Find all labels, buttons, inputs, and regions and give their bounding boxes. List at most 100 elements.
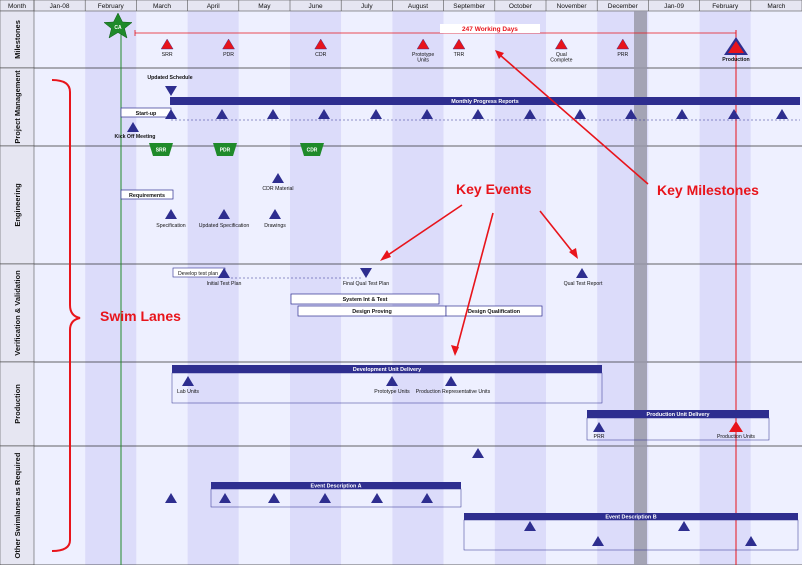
working-days-label: 247 Working Days	[462, 26, 518, 33]
qual-test-report-label: Qual Test Report	[564, 281, 603, 287]
prototype-units-icon	[386, 376, 398, 386]
event-b-bar	[464, 513, 798, 520]
cdr-material-label: CDR Material	[262, 186, 293, 192]
kickoff-label-line1: Kick Off Meeting	[115, 134, 156, 140]
production-units-label: Production Units	[717, 434, 755, 440]
month-column	[187, 11, 239, 565]
updated-schedule-label: Updated Schedule	[147, 75, 192, 81]
design-qual-label: Design Qualification	[468, 309, 520, 315]
prototype-units-milestone-icon	[416, 38, 430, 50]
month-label: Jan-08	[50, 3, 70, 10]
lane-label-milestones: Milestones	[13, 20, 22, 59]
lane-label-pm: Project Management	[13, 70, 22, 144]
other-event-icon	[472, 448, 484, 458]
event-a-bar	[211, 482, 461, 489]
system-int-box	[290, 293, 440, 305]
lab-units-label: Lab Units	[177, 389, 199, 395]
specification-icon	[165, 209, 177, 219]
month-column	[136, 11, 188, 565]
develop-test-plan-label: Develop test plan	[178, 271, 218, 277]
month-column	[648, 11, 700, 565]
lane-label-cell	[0, 145, 35, 265]
srr-milestone-label: SRR	[162, 52, 173, 58]
design-proving-label: Design Proving	[352, 309, 392, 315]
month-column	[238, 11, 290, 565]
verification-content: Develop test plan Initial Test Plan Fina…	[172, 267, 603, 317]
prr-prod-label: PRR	[594, 434, 605, 440]
monthly-report-icon	[472, 109, 484, 119]
event-b-1-icon	[524, 521, 536, 531]
month-column	[341, 11, 393, 565]
month-column	[494, 11, 546, 565]
monthly-report-icon	[776, 109, 788, 119]
prototype-units-milestone-label: Units	[417, 58, 429, 64]
qual-test-report-icon	[576, 268, 588, 278]
requirements-label: Requirements	[129, 193, 165, 199]
lane-label-cell	[0, 10, 35, 69]
month-label: February	[712, 3, 739, 10]
ca-label: CA	[114, 25, 122, 31]
review-0-label: SRR	[156, 148, 167, 154]
lane-label-other: Other Swimlanes as Required	[13, 452, 22, 558]
cdr-material-icon	[272, 173, 284, 183]
production-rep-label: Production Representative Units	[416, 389, 491, 395]
annotations: Swim Lanes Key Events Key Milestones	[51, 50, 759, 552]
production-units-icon	[729, 421, 743, 432]
review-1-label: PDR	[220, 148, 231, 154]
prr-milestone-label: PRR	[617, 52, 628, 58]
month-column	[546, 11, 598, 565]
corner-label: Month	[8, 3, 26, 10]
month-column	[699, 11, 751, 565]
month-column	[750, 11, 802, 565]
event-a-icon	[421, 493, 433, 503]
design-qual-box	[445, 305, 543, 317]
monthly-reports-label: Monthly Progress Reports	[451, 99, 518, 105]
updated-schedule-icon	[165, 86, 177, 96]
month-column	[443, 11, 495, 565]
lane-label-prod: Production	[13, 384, 22, 424]
dev-unit-bar	[172, 365, 602, 373]
month-column	[34, 11, 86, 565]
kickoff-icon	[127, 122, 139, 132]
design-review-shapes: SRR PDR CDR	[149, 143, 324, 156]
trr-milestone-label: TRR	[454, 52, 465, 58]
event-b-2-icon	[592, 536, 604, 546]
monthly-report-icon	[216, 109, 228, 119]
qual-complete-milestone-label: Complete	[550, 58, 572, 64]
monthly-report-icon	[574, 109, 586, 119]
prototype-units-milestone-label: Prototype	[412, 52, 434, 58]
review-2-label: CDR	[307, 148, 318, 154]
monthly-report-markers	[165, 109, 788, 119]
event-b-label: Event Description B	[605, 515, 656, 521]
lane-label-cell	[0, 67, 35, 147]
updated-spec-icon	[218, 209, 230, 219]
event-b-4-icon	[745, 536, 757, 546]
trr-milestone-icon	[452, 38, 466, 50]
month-column	[290, 11, 342, 565]
milestones-lane-content: 247 Working Days CA SRR PDR CDR PrototypeUn…	[103, 12, 750, 64]
cdr-milestone-label: CDR	[315, 52, 326, 58]
production-rep-icon	[445, 376, 457, 386]
lane-label-vv: Verification & Validation	[13, 270, 22, 356]
qual-complete-milestone-label: Qual	[556, 52, 567, 58]
key-milestones-label: Key Milestones	[657, 182, 759, 198]
startup-label: Start-up	[136, 111, 157, 117]
monthly-report-icon	[165, 109, 177, 119]
review-2-icon	[300, 143, 324, 156]
cdr-milestone-icon	[314, 38, 328, 50]
final-qual-plan-icon	[360, 268, 372, 278]
qual-complete-milestone-icon	[555, 38, 568, 50]
review-1-icon	[213, 143, 237, 156]
event-a-icon	[371, 493, 383, 503]
project-management-content: Updated Schedule Monthly Progress Report…	[115, 75, 800, 140]
prod-unit-bar	[587, 410, 769, 418]
pdr-milestone-label: PDR	[223, 52, 234, 58]
monthly-report-icon	[625, 109, 637, 119]
other-content: Event Description A Event Description B	[165, 448, 799, 551]
month-stripes	[0, 11, 802, 565]
monthly-reports-bar	[170, 97, 800, 105]
